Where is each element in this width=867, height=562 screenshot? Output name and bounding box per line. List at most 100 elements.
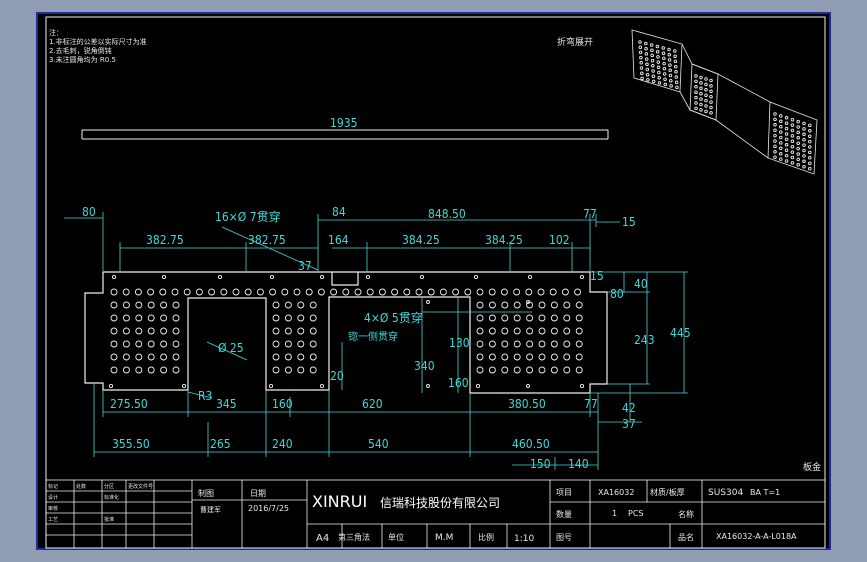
iso-hole: [779, 146, 783, 151]
hole-note: 16×Ø 7贯穿: [215, 209, 281, 224]
iso-hole: [673, 49, 677, 53]
iso-hole: [639, 66, 644, 70]
vent-hole: [297, 353, 305, 361]
vent-hole: [160, 327, 168, 335]
vent-hole: [513, 327, 521, 335]
vent-hole: [488, 301, 496, 309]
iso-hole: [651, 64, 655, 68]
vent-hole: [309, 353, 317, 361]
vent-hole: [526, 327, 534, 335]
iso-hole: [645, 62, 649, 67]
tb-date-label: 日期: [250, 489, 266, 498]
vent-hole: [526, 314, 534, 322]
iso-hole: [669, 84, 673, 88]
vent-hole: [513, 353, 521, 361]
vent-hole: [500, 288, 508, 296]
vent-hole: [526, 353, 534, 361]
iso-hole: [639, 61, 643, 65]
iso-hole: [773, 128, 777, 132]
vent-hole: [538, 327, 546, 335]
iso-hole: [662, 67, 667, 71]
iso-hole: [694, 74, 698, 78]
iso-hole: [638, 45, 643, 49]
iso-hole: [784, 116, 789, 120]
iso-hole: [694, 106, 698, 111]
dim-384-b: 384.25: [485, 233, 523, 247]
vent-hole: [147, 288, 155, 296]
vent-hole: [488, 327, 496, 335]
iso-hole: [773, 150, 777, 154]
tb-left-cell: 批准: [104, 516, 114, 523]
iso-hole: [808, 156, 812, 160]
dim-r3: R3: [198, 389, 212, 403]
dim-382-a: 382.75: [146, 233, 184, 247]
iso-hole: [674, 75, 679, 79]
vent-hole: [538, 314, 546, 322]
iso-hole: [650, 53, 654, 58]
dim-445: 445: [670, 326, 691, 340]
iso-hole: [779, 151, 783, 156]
iso-hole: [796, 136, 800, 140]
iso-hole: [796, 141, 800, 145]
mount-hole: [526, 384, 530, 388]
iso-hole: [808, 166, 812, 171]
vent-hole: [476, 288, 484, 296]
vent-hole: [366, 288, 374, 296]
vent-hole: [172, 366, 180, 374]
iso-hole: [784, 121, 789, 125]
dim-140: 140: [568, 457, 589, 471]
iso-hole: [699, 91, 703, 96]
iso-hole: [699, 108, 703, 112]
dim-77: 77: [583, 207, 597, 221]
dim-160-h: 160: [272, 397, 293, 411]
iso-hole: [663, 77, 667, 81]
title-block: 标记处数分区更改文件号设计标准化审核工艺批准 制图 曹建军 日期 2016/7/…: [45, 479, 826, 549]
iso-hole: [638, 40, 642, 44]
mount-hole: [419, 274, 425, 280]
tb-qty: 1: [612, 509, 617, 518]
iso-hole: [662, 72, 667, 76]
iso-hole: [796, 125, 800, 129]
vent-hole: [501, 353, 509, 361]
tb-project-label: 项目: [556, 488, 572, 497]
vent-hole: [272, 366, 280, 374]
tb-material-label: 材质/板厚: [650, 487, 685, 497]
vent-hole: [575, 340, 583, 348]
dim-240: 240: [272, 437, 293, 451]
vent-hole: [538, 301, 546, 309]
tb-part-label: 品名: [678, 532, 694, 542]
vent-hole: [272, 353, 280, 361]
vent-hole: [195, 288, 203, 296]
vent-hole: [513, 340, 521, 348]
vent-hole: [476, 327, 484, 335]
iso-hole: [790, 139, 795, 144]
vent-hole: [501, 314, 509, 322]
iso-hole: [779, 130, 783, 134]
iso-hole: [645, 67, 650, 72]
note-line-3: 3.未注圆角均为 R0.5: [49, 55, 116, 64]
vent-hole: [550, 301, 558, 309]
iso-hole: [796, 152, 800, 156]
iso-hole: [663, 82, 668, 87]
mount-hole: [426, 300, 430, 304]
tb-material: SUS304: [708, 488, 743, 498]
vent-hole: [110, 366, 118, 374]
iso-hole: [662, 56, 666, 61]
vent-hole: [172, 327, 180, 335]
mount-hole: [319, 274, 325, 280]
dim-130: 130: [449, 336, 470, 350]
tb-left-cell: 分区: [104, 483, 114, 490]
vent-hole: [297, 340, 305, 348]
iso-hole: [651, 74, 656, 78]
iso-hole: [784, 132, 789, 136]
vent-hole: [160, 353, 168, 361]
vent-hole: [378, 288, 386, 296]
vent-hole: [526, 340, 534, 348]
vent-hole: [297, 366, 305, 374]
vent-hole: [256, 288, 264, 296]
vent-hole: [309, 340, 317, 348]
vent-hole: [135, 366, 143, 374]
tb-qty-unit: PCS: [628, 509, 644, 518]
dim-345: 345: [216, 397, 237, 411]
vent-hole: [563, 340, 571, 348]
